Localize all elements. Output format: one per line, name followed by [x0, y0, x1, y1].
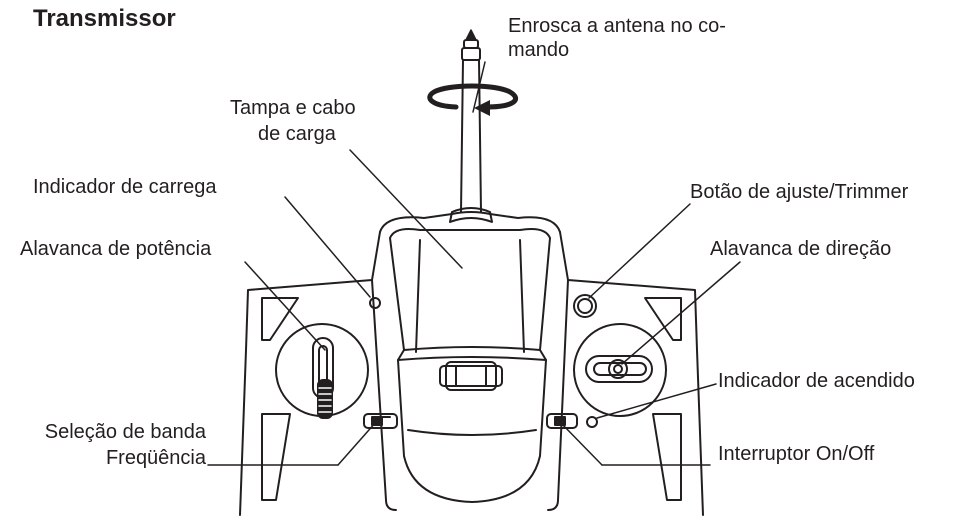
- antenna: [449, 29, 493, 223]
- cover-label-line1: Tampa e cabo: [230, 97, 356, 119]
- throttle-lever-label: Alavanca de potência: [20, 238, 212, 260]
- leader-lines: [207, 61, 741, 466]
- power-switch-label: Interruptor On/Off: [718, 443, 875, 465]
- power-indicator-label: Indicador de acendido: [718, 370, 915, 392]
- steering-lever[interactable]: [573, 323, 667, 417]
- charge-indicator-led: [369, 297, 381, 309]
- page-title: Transmissor: [33, 5, 176, 32]
- band-selection-label: Seleção de banda: [44, 421, 206, 443]
- frequency-label: Freqüência: [105, 447, 206, 469]
- trim-button[interactable]: [573, 294, 597, 318]
- rotation-arrow-icon: [427, 83, 518, 116]
- trim-button-label: Botão de ajuste/Trimmer: [690, 181, 909, 203]
- antenna-label-line2: mando: [508, 39, 570, 61]
- band-selection-switch[interactable]: [363, 413, 398, 429]
- cover-label-line2: de carga: [258, 123, 336, 145]
- transmitter-body: [239, 211, 704, 516]
- throttle-lever[interactable]: [275, 323, 369, 419]
- steering-lever-label: Alavanca de direção: [710, 238, 892, 260]
- charge-indicator-label: Indicador de carrega: [33, 176, 217, 198]
- power-indicator-led: [586, 416, 598, 428]
- power-switch[interactable]: [546, 413, 578, 429]
- center-slide: [439, 361, 503, 391]
- antenna-label-line1: Enrosca a antena no co-: [508, 15, 726, 37]
